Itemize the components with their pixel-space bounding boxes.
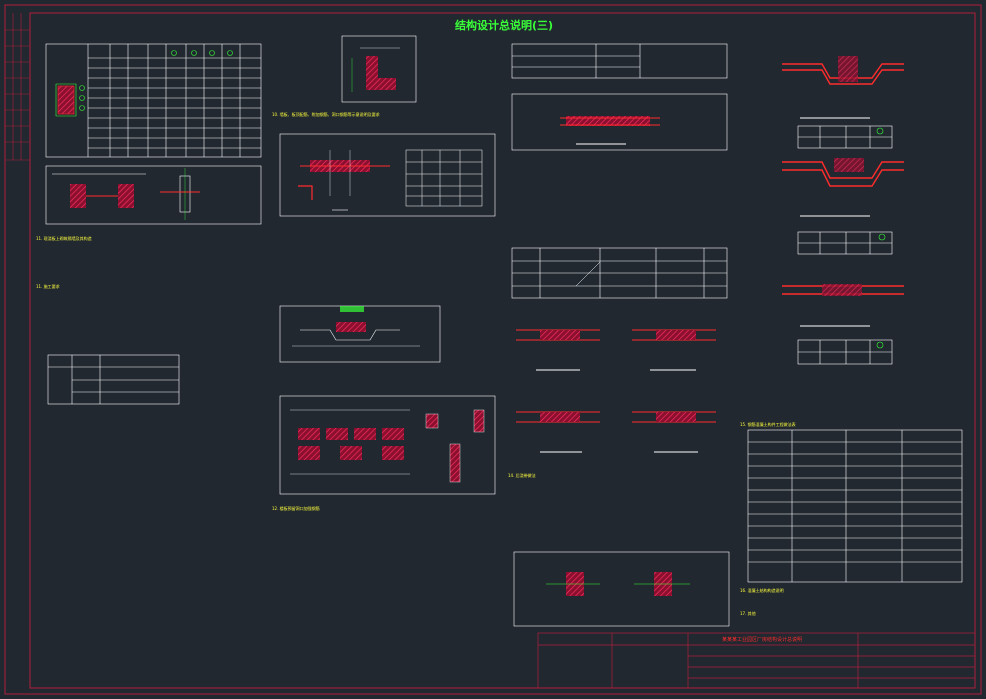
label-section-15: 15. 钢筋混凝土构件工程做法表 <box>740 422 796 427</box>
section-detail-column <box>55 50 233 117</box>
slab-opening-detail <box>279 305 441 363</box>
stepped-slab-details <box>782 56 904 327</box>
corner-rebar-detail <box>341 35 417 103</box>
table-right-large <box>747 429 963 583</box>
margin-grid <box>5 13 30 161</box>
label-section-11a: 11. 现浇板上砌筑隔墙及其构造 <box>36 236 92 241</box>
label-section-16: 16. 混凝土结构构造说明 <box>740 588 784 593</box>
label-section-17: 17. 其他 <box>740 611 756 616</box>
table-left-bottom <box>47 354 180 405</box>
title-block <box>537 632 976 689</box>
beam-joint-detail <box>279 133 496 217</box>
label-section-12: 12. 楼板预留洞口加强钢筋 <box>272 506 320 511</box>
label-section-11b: 11. 施工要求 <box>36 284 60 289</box>
beam-column-layout-detail <box>279 395 496 495</box>
small-tables-right <box>797 125 893 365</box>
label-section-10: 10. 墙板、板顶配筋、附加钢筋、洞口钢筋等示意说明及要求 <box>272 112 380 117</box>
label-section-14: 14. 后浇带做法 <box>508 473 536 478</box>
bottom-middle-detail <box>513 551 730 627</box>
post-pour-strip-detail-1 <box>511 93 728 151</box>
drawing-frame <box>4 4 982 695</box>
wall-on-slab-detail <box>45 165 262 225</box>
rebar-table-top-left <box>45 43 262 158</box>
drawing-title: 结构设计总说明(三) <box>455 19 554 32</box>
post-pour-strip-details <box>516 329 716 453</box>
title-block-drawing-name: 某某某工业园区厂房结构设计总说明 <box>722 637 803 643</box>
table-middle <box>511 247 728 299</box>
table-middle-top <box>511 43 728 79</box>
green-markers-right <box>876 127 886 349</box>
